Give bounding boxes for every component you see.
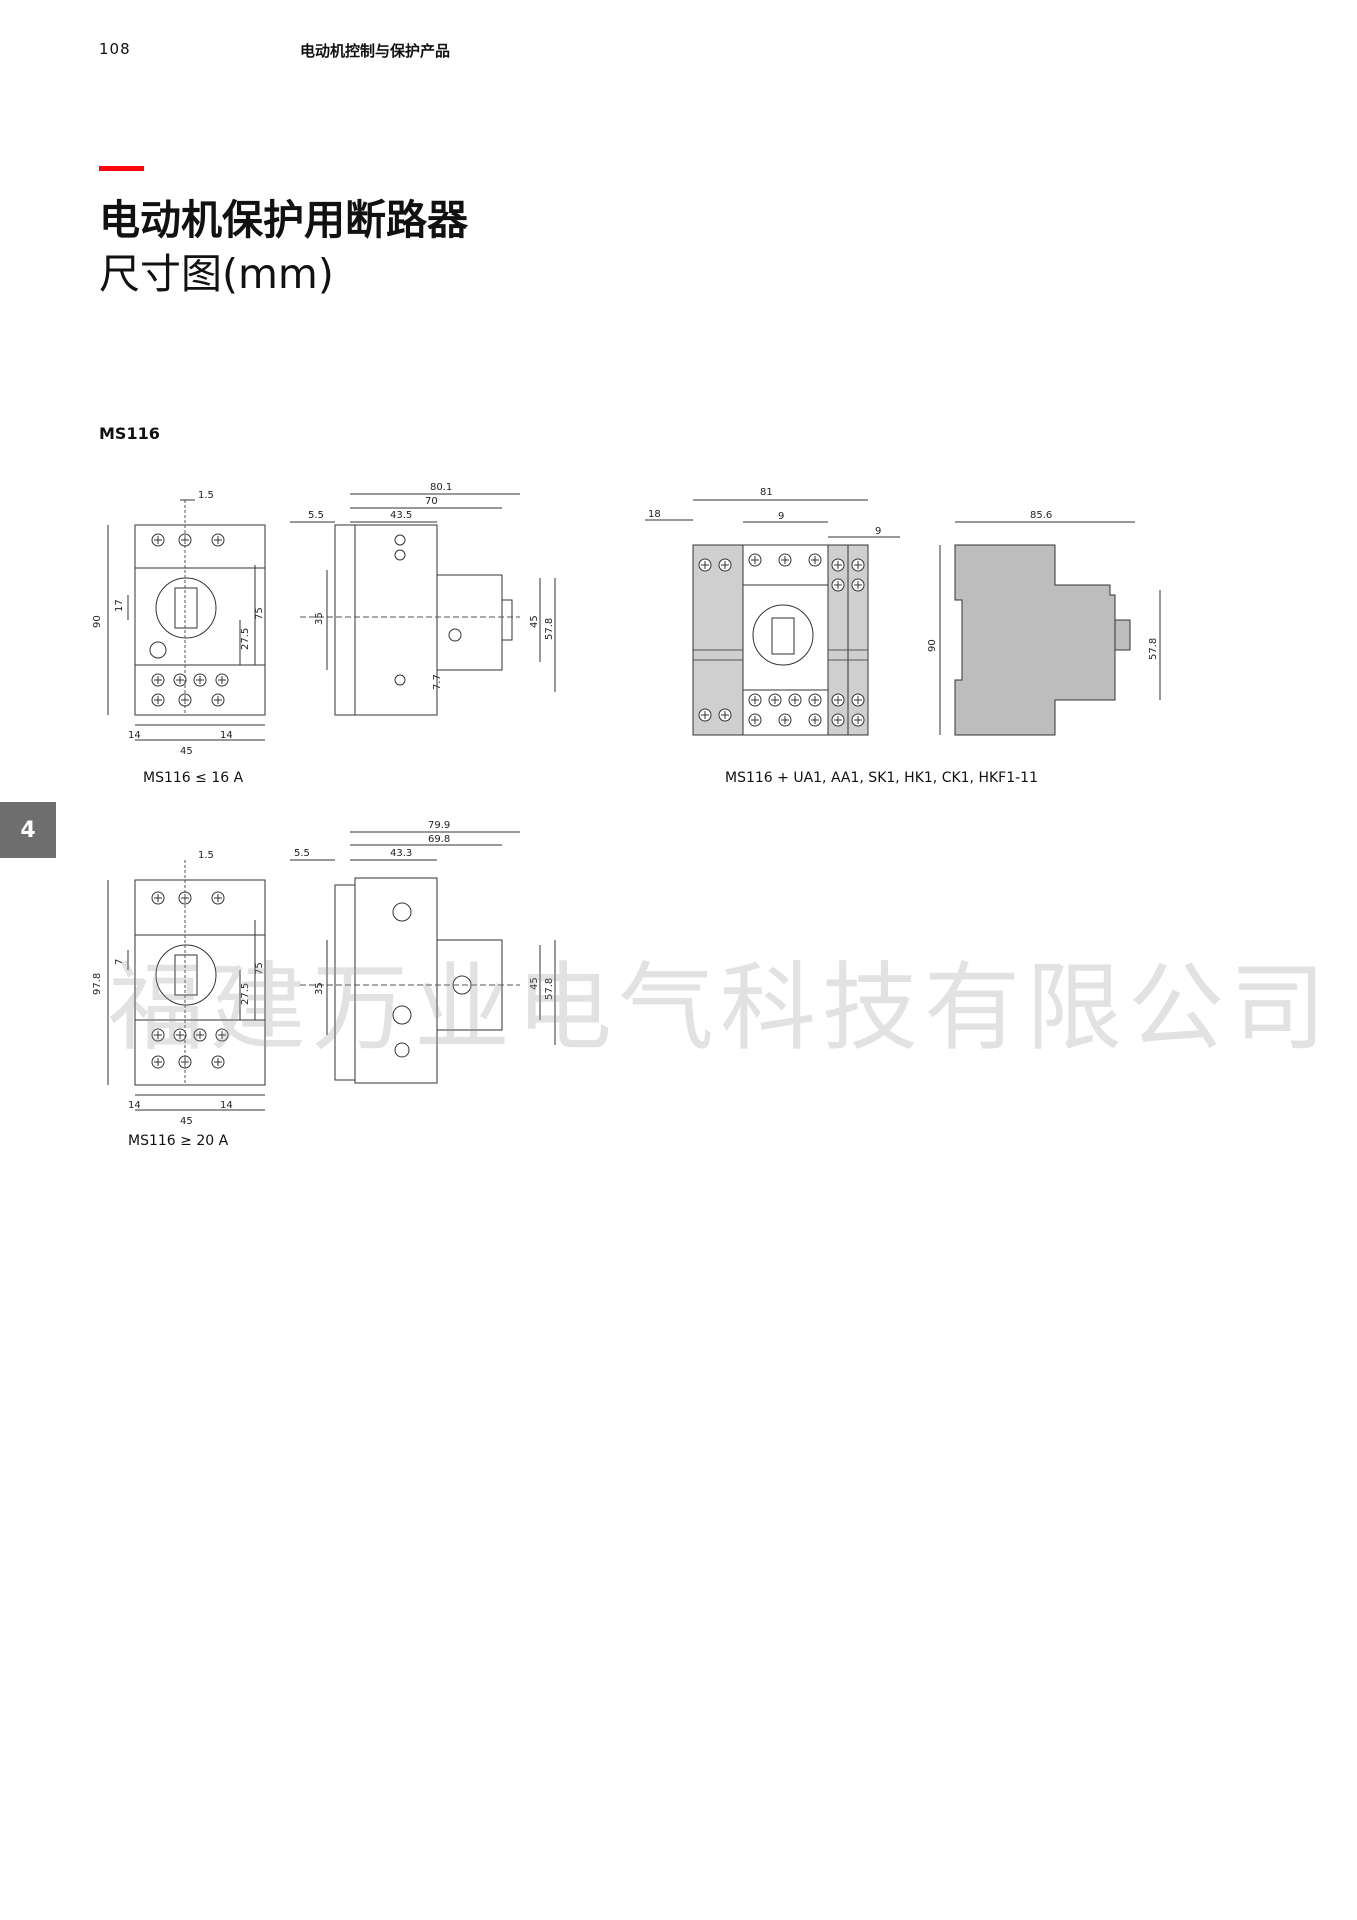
page-number: 108: [99, 40, 131, 58]
fig1-front-dim-bottom-left: 14: [128, 730, 141, 741]
fig1-side-view: [290, 493, 556, 716]
fig3-side-dim-right2: 57.8: [544, 978, 555, 1000]
fig1-front-dim-inner: 75: [254, 607, 265, 620]
fig2-side-view: [939, 521, 1161, 736]
fig1-side-dim-rail: 35: [314, 612, 325, 625]
fig3-front-dim-height: 97.8: [92, 973, 103, 995]
fig1-front-dim-left-small: 17: [114, 599, 125, 612]
fig3-side-dim-total: 79.9: [428, 820, 450, 831]
fig1-front-dim-bottom-right: 14: [220, 730, 233, 741]
fig1-front-dim-height: 90: [92, 615, 103, 628]
section-heading: MS116: [99, 424, 160, 443]
fig3-side-dim-mid: 69.8: [428, 834, 450, 845]
fig1-side-dim-inner: 43.5: [390, 510, 412, 521]
fig2-front-dim-left: 18: [648, 509, 661, 520]
fig1-front-dim-inner2: 27.5: [240, 628, 251, 650]
figure-caption-3: MS116 ≥ 20 A: [128, 1133, 229, 1149]
fig2-front-view: [645, 499, 900, 736]
running-title: 电动机控制与保护产品: [300, 42, 451, 60]
fig1-side-dim-total: 80.1: [430, 482, 452, 493]
fig3-side-view: [290, 831, 556, 1084]
fig3-front-dim-inner2: 27.5: [240, 983, 251, 1005]
page-title: 电动机保护用断路器: [99, 196, 468, 244]
fig2-front-dim-right: 9: [875, 526, 881, 537]
chapter-tab: 4: [0, 802, 56, 858]
fig2-side-dim-height: 90: [927, 639, 938, 652]
fig1-side-dim-mid: 70: [425, 496, 438, 507]
fig2-front-dim-total: 81: [760, 487, 773, 498]
figure-caption-1: MS116 ≤ 16 A: [143, 770, 244, 786]
fig3-side-dim-offset: 5.5: [294, 848, 310, 859]
fig1-side-dim-offset: 5.5: [308, 510, 324, 521]
fig1-side-dim-small: 7.7: [432, 674, 443, 690]
figure-caption-2: MS116 + UA1, AA1, SK1, HK1, CK1, HKF1-11: [725, 770, 1038, 786]
fig3-side-dim-rail: 35: [314, 982, 325, 995]
fig3-front-dim-top: 1.5: [198, 850, 214, 861]
page-subtitle: 尺寸图(mm): [99, 250, 334, 298]
fig3-side-dim-inner: 43.3: [390, 848, 412, 859]
watermark: 福建万业电气科技有限公司: [108, 952, 1332, 1064]
title-accent-bar: [99, 166, 144, 171]
fig1-side-dim-right1: 45: [529, 615, 540, 628]
fig1-side-dim-right2: 57.8: [544, 618, 555, 640]
fig1-front-dim-bottom-total: 45: [180, 746, 193, 757]
fig3-front-dim-bottom-total: 45: [180, 1116, 193, 1127]
fig3-front-dim-bottom-right: 14: [220, 1100, 233, 1111]
fig1-front-view: [107, 499, 266, 741]
fig3-side-dim-right1: 45: [529, 977, 540, 990]
fig3-front-dim-left-small: 7: [114, 959, 125, 965]
fig2-side-dim-total: 85.6: [1030, 510, 1052, 521]
fig3-front-dim-inner: 75: [254, 962, 265, 975]
fig2-front-dim-mid: 9: [778, 511, 784, 522]
fig2-side-dim-right: 57.8: [1148, 638, 1159, 660]
fig3-front-dim-bottom-left: 14: [128, 1100, 141, 1111]
fig3-front-view: [107, 860, 266, 1111]
fig1-front-dim-top: 1.5: [198, 490, 214, 501]
